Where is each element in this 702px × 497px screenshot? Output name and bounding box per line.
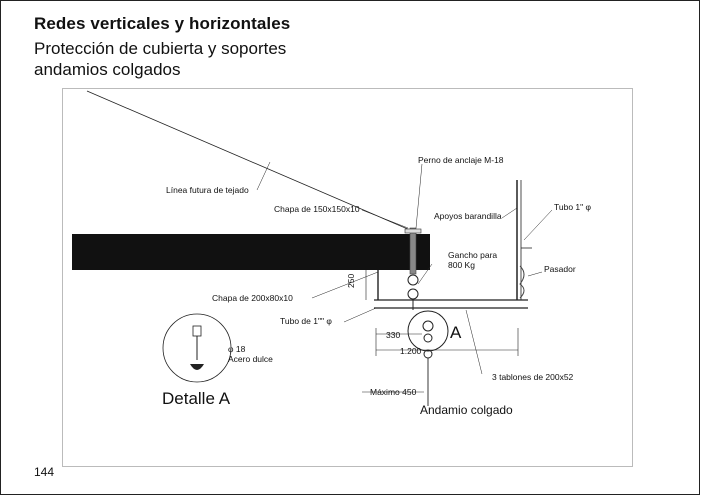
label-tubo-12: Tubo de 1"" φ [280,316,332,326]
hook-ring-1 [407,274,419,286]
detail-a-large-circle [162,313,232,383]
page-number: 144 [34,465,55,479]
future-roof-line [86,90,418,234]
label-andamio: Andamio colgado [420,403,513,417]
drawing-frame [62,88,633,467]
pin-coil [519,265,525,299]
leader-tablones [465,309,483,375]
anchor-bolt [409,227,417,275]
plate-150 [404,228,422,234]
leader-chapa-150 [361,209,409,229]
leader-apoyos [501,207,518,219]
label-gancho-2: 800 Kg [448,260,475,270]
label-tubo-1: Tubo 1" φ [554,202,592,212]
label-phi-18: φ 18 [228,344,246,354]
subtitle-line-2: andamios colgados [34,60,181,79]
leader-perno [415,163,423,229]
leader-gancho [417,263,433,285]
technical-drawing: Línea futura de tejado Perno de anclaje … [62,88,633,467]
leader-tubo-1 [523,209,553,241]
label-dim-250: 250 [346,274,356,288]
label-linea-futura: Línea futura de tejado [166,185,249,195]
detail-hook [190,364,204,370]
hook-ring-2 [407,288,419,300]
label-chapa-200: Chapa de 200x80x10 [212,293,293,303]
page-title: Redes verticales y horizontales [34,14,291,33]
subtitle-line-1: Protección de cubierta y soportes [34,39,287,58]
label-gancho-1: Gancho para [448,250,497,260]
label-dim-330: 330 [386,330,400,340]
label-chapa-150: Chapa de 150x150x10 [274,204,360,214]
detail-a-circle [407,310,449,352]
leader-roof [256,161,271,191]
detail-bolt [192,325,202,337]
label-apoyos: Apoyos barandilla [434,211,502,221]
label-detalle: Detalle A [162,389,231,408]
label-perno: Perno de anclaje M-18 [418,155,504,165]
detail-ring-1 [422,320,434,332]
label-dim-1200: 1.200 [400,346,422,356]
leader-chapa-200 [311,271,379,299]
label-pasador: Pasador [544,264,576,274]
detail-ring-2 [423,333,433,343]
roof-slab [72,234,430,270]
leader-pasador [527,271,543,277]
label-acero: Acero dulce [228,354,273,364]
label-marker-a: A [450,323,462,342]
label-maximo: Máximo 450 [370,387,417,397]
page-subtitle: Protección de cubierta y soportes andami… [34,38,334,80]
label-tablones: 3 tablones de 200x52 [492,372,574,382]
leader-tubo-12 [343,307,377,323]
